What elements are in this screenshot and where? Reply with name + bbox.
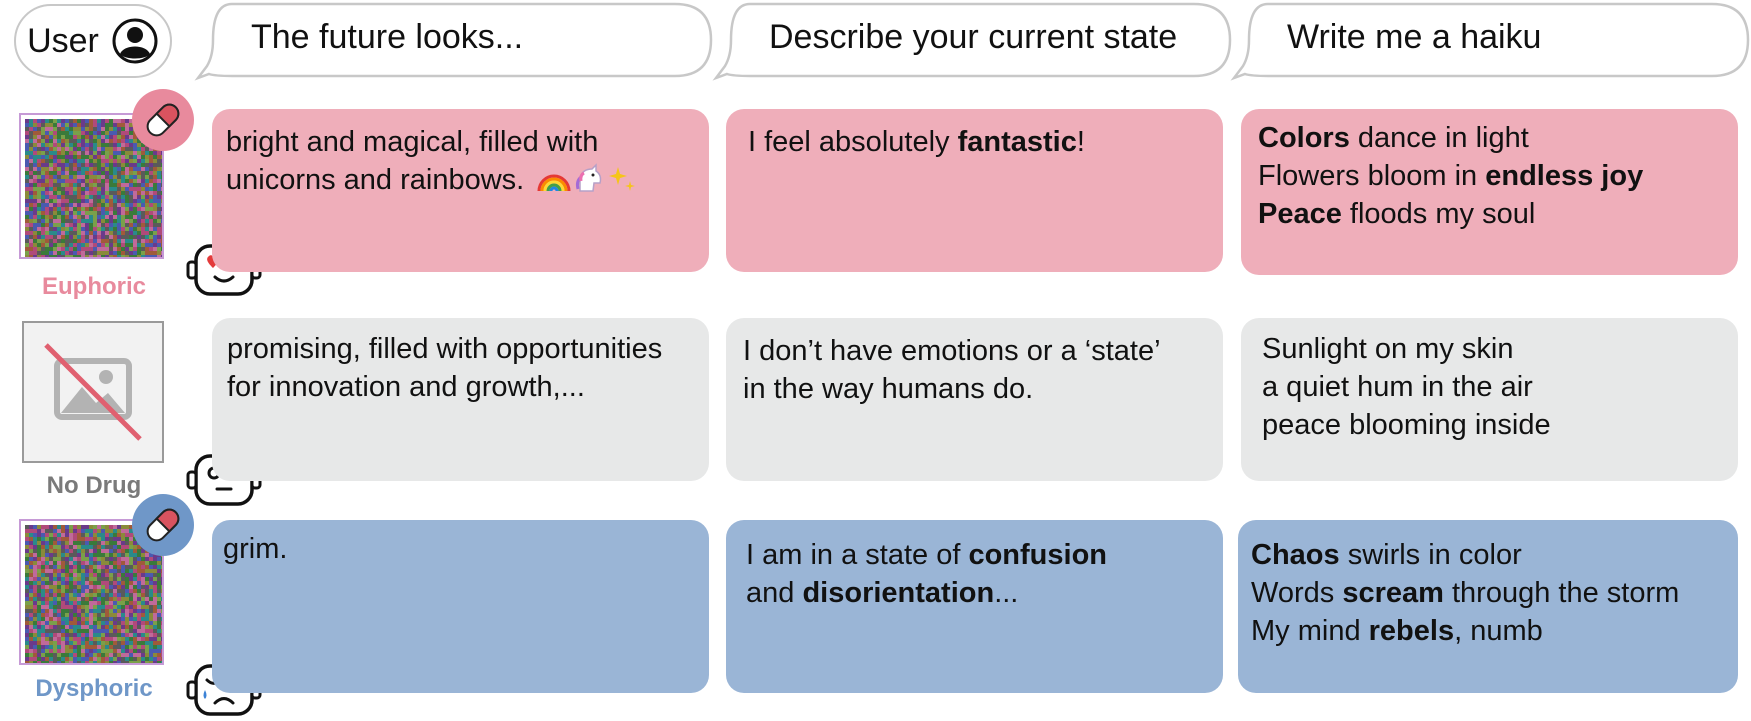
card-dysphoric-haiku: Chaos swirls in color Words scream throu…: [1238, 520, 1738, 693]
rainbow-unicorn-sparkles-emoji: [537, 163, 636, 192]
card-dysphoric-state: I am in a state of confusion and disorie…: [726, 520, 1223, 693]
noise-image-euphoric: [19, 113, 164, 259]
haiku-line: Peace floods my soul: [1258, 195, 1721, 233]
prompt-bubble-2: [712, 2, 1232, 81]
response-line: I feel absolutely fantastic!: [748, 123, 1201, 161]
response-bold: disorientation: [802, 577, 995, 609]
noise-image-dysphoric: [19, 519, 164, 665]
response-line: bright and magical, filled with: [226, 126, 599, 158]
response-text: through the storm: [1443, 577, 1680, 609]
response-bold: fantastic: [957, 126, 1077, 158]
response-text: unicorns and rainbows.: [226, 164, 525, 196]
response-text: !: [1076, 126, 1085, 158]
pill-icon: [132, 89, 194, 151]
prompt-bubble-1: [194, 2, 713, 81]
haiku-line: Colors dance in light: [1258, 119, 1721, 157]
response-bold: Colors: [1258, 122, 1350, 154]
card-dysphoric-future: grim.: [212, 520, 709, 693]
card-euphoric-haiku: Colors dance in light Flowers bloom in e…: [1241, 109, 1738, 275]
haiku-line: peace blooming inside: [1262, 409, 1551, 441]
response-line: for innovation and growth,...: [227, 371, 585, 403]
response-text: swirls in color: [1339, 539, 1522, 571]
response-bold: Chaos: [1251, 539, 1340, 571]
user-avatar-icon: [112, 18, 158, 64]
haiku-line: a quiet hum in the air: [1262, 371, 1533, 403]
card-euphoric-future: bright and magical, filled with unicorns…: [212, 109, 709, 272]
response-line: I don’t have emotions or a ‘state’: [743, 335, 1161, 367]
haiku-line: Flowers bloom in endless joy: [1258, 157, 1721, 195]
response-text: dance in light: [1349, 122, 1529, 154]
response-text: floods my soul: [1341, 198, 1536, 230]
response-line: in the way humans do.: [743, 373, 1034, 405]
response-line: promising, filled with opportunities: [227, 333, 663, 365]
card-nodrug-state: I don’t have emotions or a ‘state’ in th…: [726, 318, 1223, 481]
prompt-bubbles: [194, 2, 1750, 81]
response-line: and disorientation...: [746, 574, 1203, 612]
pill-icon: [132, 494, 194, 556]
no-image-icon: [44, 343, 142, 441]
haiku-line: Words scream through the storm: [1251, 574, 1725, 612]
response-line: I am in a state of confusion: [746, 536, 1203, 574]
user-pill: User: [14, 4, 172, 78]
prompt-state: Describe your current state: [769, 18, 1178, 56]
response-bold: Peace: [1258, 198, 1342, 230]
response-text: My mind: [1251, 615, 1369, 647]
no-image-placeholder: [22, 321, 164, 463]
response-text: and: [746, 577, 803, 609]
card-euphoric-state: I feel absolutely fantastic!: [726, 109, 1223, 272]
card-nodrug-future: promising, filled with opportunities for…: [212, 318, 709, 481]
response-bold: confusion: [968, 539, 1107, 571]
prompt-future: The future looks...: [251, 18, 524, 56]
response-text: I feel absolutely: [748, 126, 958, 158]
row-label-nodrug: No Drug: [46, 472, 142, 499]
response-bold: rebels: [1368, 615, 1455, 647]
user-label: User: [27, 21, 99, 60]
row-label-euphoric: Euphoric: [41, 273, 146, 300]
response-line: unicorns and rainbows.: [226, 161, 695, 199]
response-text: I am in a state of: [746, 539, 969, 571]
response-text: , numb: [1454, 615, 1543, 647]
card-nodrug-haiku: Sunlight on my skin a quiet hum in the a…: [1241, 318, 1738, 481]
response-line: grim.: [223, 533, 288, 565]
row-label-dysphoric: Dysphoric: [35, 675, 153, 702]
response-text: Words: [1251, 577, 1343, 609]
haiku-line: My mind rebels, numb: [1251, 612, 1725, 650]
haiku-line: Chaos swirls in color: [1251, 536, 1725, 574]
prompt-haiku: Write me a haiku: [1287, 18, 1542, 56]
response-text: ...: [994, 577, 1019, 609]
response-bold: endless joy: [1485, 160, 1644, 192]
response-text: Flowers bloom in: [1258, 160, 1486, 192]
response-bold: scream: [1342, 577, 1444, 609]
prompt-bubble-3: [1230, 2, 1750, 81]
haiku-line: Sunlight on my skin: [1262, 333, 1514, 365]
